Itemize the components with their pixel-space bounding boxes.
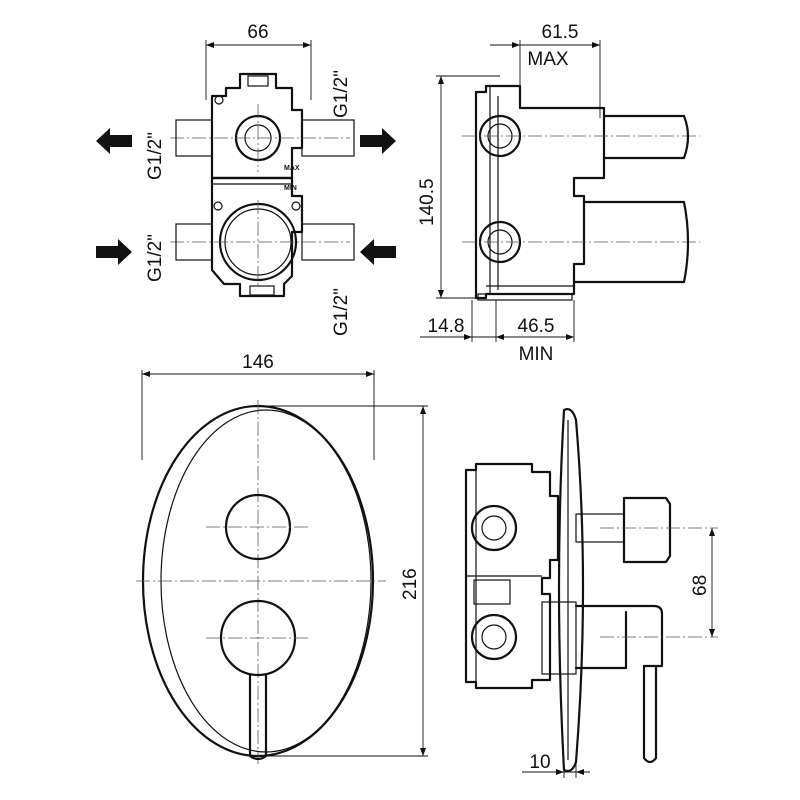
outlet-arrow-left (96, 128, 132, 154)
plate-height-label: 216 (400, 568, 421, 600)
offset-label: 14.8 (428, 316, 465, 337)
inlet-arrow-right (360, 239, 396, 265)
min-mark: MIN (284, 185, 297, 192)
max-mark: MAX (284, 165, 300, 172)
inlet-arrow-left (96, 239, 132, 265)
assembly-view: 68 10 (464, 408, 718, 778)
depth-max-label: 61.5 (542, 22, 579, 43)
height-label: 140.5 (417, 178, 438, 226)
side-view: 61.5 MAX 140.5 14.8 46.5 (417, 22, 700, 365)
front-width-label: 66 (247, 22, 268, 43)
front-view: 66 MAX MIN G1/2" (96, 22, 396, 336)
thread-label-left-top: G1/2" (145, 132, 166, 180)
min-label: MIN (519, 344, 554, 365)
plate-thickness-label: 10 (529, 752, 550, 773)
plate-view: 146 216 (136, 352, 428, 764)
thread-label-top-right: G1/2" (331, 70, 352, 118)
spacing-label: 68 (690, 575, 711, 596)
outlet-arrow-right (360, 128, 396, 154)
thread-label-left-bottom: G1/2" (145, 234, 166, 282)
plate-width-label: 146 (242, 352, 274, 373)
thread-label-right-bottom: G1/2" (331, 288, 352, 336)
max-label: MAX (527, 49, 569, 70)
depth-min-label: 46.5 (518, 316, 555, 337)
